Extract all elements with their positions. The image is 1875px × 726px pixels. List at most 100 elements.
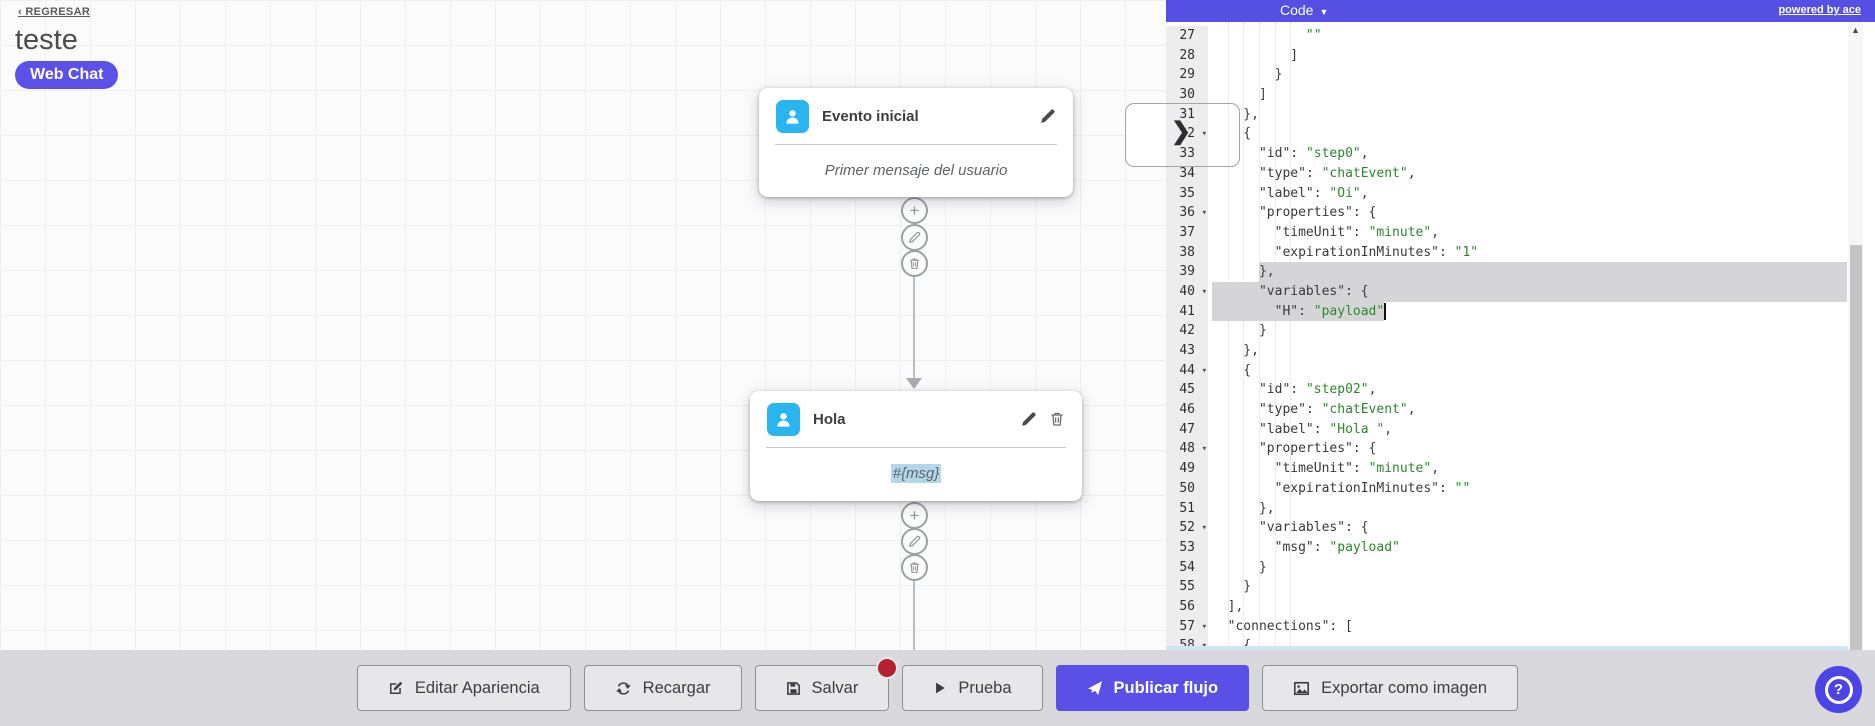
line-number[interactable]: 31	[1166, 104, 1208, 125]
line-number[interactable]: 56	[1166, 596, 1208, 617]
line-number[interactable]: 28	[1166, 45, 1208, 66]
code-line[interactable]: 46 "type": "chatEvent",	[1166, 400, 1875, 420]
help-button[interactable]: ?	[1815, 666, 1862, 713]
code-line[interactable]: 38 "expirationInMinutes": "1"	[1166, 242, 1875, 263]
editor-bottom-bar	[1166, 646, 1848, 650]
add-step-button[interactable]: +	[901, 502, 928, 529]
line-number[interactable]: 36▾	[1166, 203, 1208, 223]
editor-scrollbar[interactable]: ▲	[1848, 22, 1863, 650]
code-line[interactable]: 36▾ "properties": {	[1166, 203, 1875, 223]
line-number[interactable]: 57▾	[1166, 616, 1208, 637]
flow-node-evento-inicial[interactable]: Evento inicial Primer mensaje del usuari…	[759, 88, 1073, 197]
code-line[interactable]: 52▾ "variables": {	[1166, 518, 1875, 538]
delete-node-icon[interactable]	[1049, 411, 1065, 427]
delete-connection-button[interactable]	[901, 554, 928, 581]
code-line[interactable]: 43 },	[1166, 341, 1875, 361]
line-number[interactable]: 39	[1166, 262, 1208, 282]
code-line[interactable]: 27 ""	[1166, 26, 1875, 46]
code-line[interactable]: 45 "id": "step02",	[1166, 380, 1875, 401]
code-text: "connections": [	[1227, 618, 1353, 634]
code-line[interactable]: 42 }	[1166, 321, 1875, 341]
fold-toggle-icon[interactable]: ▾	[1201, 523, 1207, 534]
code-line[interactable]: 31 },	[1166, 104, 1875, 125]
code-line[interactable]: 56 ],	[1166, 596, 1875, 617]
line-number[interactable]: 55	[1166, 577, 1208, 597]
code-mode-dropdown[interactable]: Code ▼	[1280, 2, 1328, 18]
line-number[interactable]: 50	[1166, 478, 1208, 499]
code-editor[interactable]: 27 ""28 ]29 }30 ]31 },32▾ {33 "id": "ste…	[1166, 22, 1875, 650]
line-number[interactable]: 41	[1166, 301, 1208, 322]
code-line[interactable]: 40▾ "variables": {	[1166, 281, 1875, 302]
code-line[interactable]: 44▾ {	[1166, 360, 1875, 381]
flow-node-hola[interactable]: Hola #{msg}	[750, 391, 1082, 501]
code-line[interactable]: 57▾ "connections": [	[1166, 616, 1875, 637]
code-line[interactable]: 55 }	[1166, 577, 1875, 597]
code-panel-collapse-handle[interactable]: ❯	[1125, 103, 1240, 167]
fold-toggle-icon[interactable]: ▾	[1201, 286, 1207, 297]
back-link[interactable]: ‹ REGRESAR	[18, 6, 91, 18]
line-number[interactable]: 52▾	[1166, 518, 1208, 538]
code-line[interactable]: 41 "H": "payload"	[1166, 301, 1875, 322]
scrollbar-thumb[interactable]	[1850, 245, 1862, 650]
code-line[interactable]: 54 }	[1166, 557, 1875, 578]
code-line[interactable]: 30 ]	[1166, 85, 1875, 105]
line-number[interactable]: 44▾	[1166, 360, 1208, 381]
line-number[interactable]: 54	[1166, 557, 1208, 578]
edit-appearance-button[interactable]: Editar Apariencia	[356, 665, 571, 711]
line-number[interactable]: 34	[1166, 163, 1208, 184]
line-number[interactable]: 38	[1166, 242, 1208, 263]
code-line[interactable]: 50 "expirationInMinutes": ""	[1166, 478, 1875, 499]
test-button[interactable]: Prueba	[902, 665, 1043, 711]
line-number[interactable]: 32▾	[1166, 124, 1208, 145]
fold-toggle-icon[interactable]: ▾	[1201, 129, 1207, 140]
line-number[interactable]: 43	[1166, 341, 1208, 361]
line-number[interactable]: 35	[1166, 183, 1208, 204]
powered-by-ace-link[interactable]: powered by ace	[1778, 4, 1861, 16]
export-image-button[interactable]: Exportar como imagen	[1262, 665, 1519, 711]
code-line[interactable]: 49 "timeUnit": "minute",	[1166, 459, 1875, 479]
code-line[interactable]: 37 "timeUnit": "minute",	[1166, 222, 1875, 243]
line-number[interactable]: 47	[1166, 419, 1208, 440]
code-line[interactable]: 35 "label": "Oi",	[1166, 183, 1875, 204]
line-number[interactable]: 49	[1166, 459, 1208, 479]
fold-toggle-icon[interactable]: ▾	[1201, 208, 1207, 219]
save-button[interactable]: Salvar	[754, 657, 899, 711]
edit-connection-button[interactable]	[901, 528, 928, 555]
line-number[interactable]: 40▾	[1166, 281, 1208, 302]
fold-toggle-icon[interactable]: ▾	[1201, 365, 1207, 376]
line-number[interactable]: 46	[1166, 400, 1208, 420]
line-number[interactable]: 30	[1166, 85, 1208, 105]
fold-toggle-icon[interactable]: ▾	[1201, 621, 1207, 632]
code-line[interactable]: 39 },	[1166, 262, 1875, 282]
edit-connection-button[interactable]	[901, 224, 928, 251]
code-line[interactable]: 34 "type": "chatEvent",	[1166, 163, 1875, 184]
line-number[interactable]: 33	[1166, 144, 1208, 164]
code-line[interactable]: 53 "msg": "payload"	[1166, 537, 1875, 558]
fold-toggle-icon[interactable]: ▾	[1201, 444, 1207, 455]
delete-connection-button[interactable]	[901, 250, 928, 277]
line-number[interactable]: 53	[1166, 537, 1208, 558]
code-line[interactable]: 32▾ {	[1166, 124, 1875, 145]
code-line[interactable]: 33 "id": "step0",	[1166, 144, 1875, 164]
line-number[interactable]: 42	[1166, 321, 1208, 341]
edit-node-icon[interactable]	[1039, 108, 1056, 125]
line-number[interactable]: 48▾	[1166, 439, 1208, 460]
code-line[interactable]: 51 },	[1166, 498, 1875, 519]
line-number[interactable]: 45	[1166, 380, 1208, 401]
edit-node-icon[interactable]	[1020, 411, 1037, 428]
add-step-button[interactable]: +	[901, 197, 928, 224]
code-line[interactable]: 29 }	[1166, 65, 1875, 86]
reload-button[interactable]: Recargar	[583, 665, 742, 711]
code-line[interactable]: 47 "label": "Hola ",	[1166, 419, 1875, 440]
code-line[interactable]: 28 ]	[1166, 45, 1875, 66]
plus-icon: +	[909, 201, 920, 220]
publish-flow-button[interactable]: Publicar flujo	[1055, 665, 1250, 711]
fold-toggle-icon[interactable]: ▾	[1202, 637, 1207, 650]
line-number[interactable]: 51	[1166, 498, 1208, 519]
line-number[interactable]: 37	[1166, 222, 1208, 243]
line-number[interactable]: 27	[1166, 26, 1208, 46]
code-line[interactable]: 48▾ "properties": {	[1166, 439, 1875, 460]
line-number[interactable]: 29	[1166, 65, 1208, 86]
flow-canvas[interactable]: ‹ REGRESAR teste Web Chat + + Evento ini…	[0, 0, 1240, 650]
scroll-up-icon[interactable]: ▲	[1851, 25, 1860, 35]
